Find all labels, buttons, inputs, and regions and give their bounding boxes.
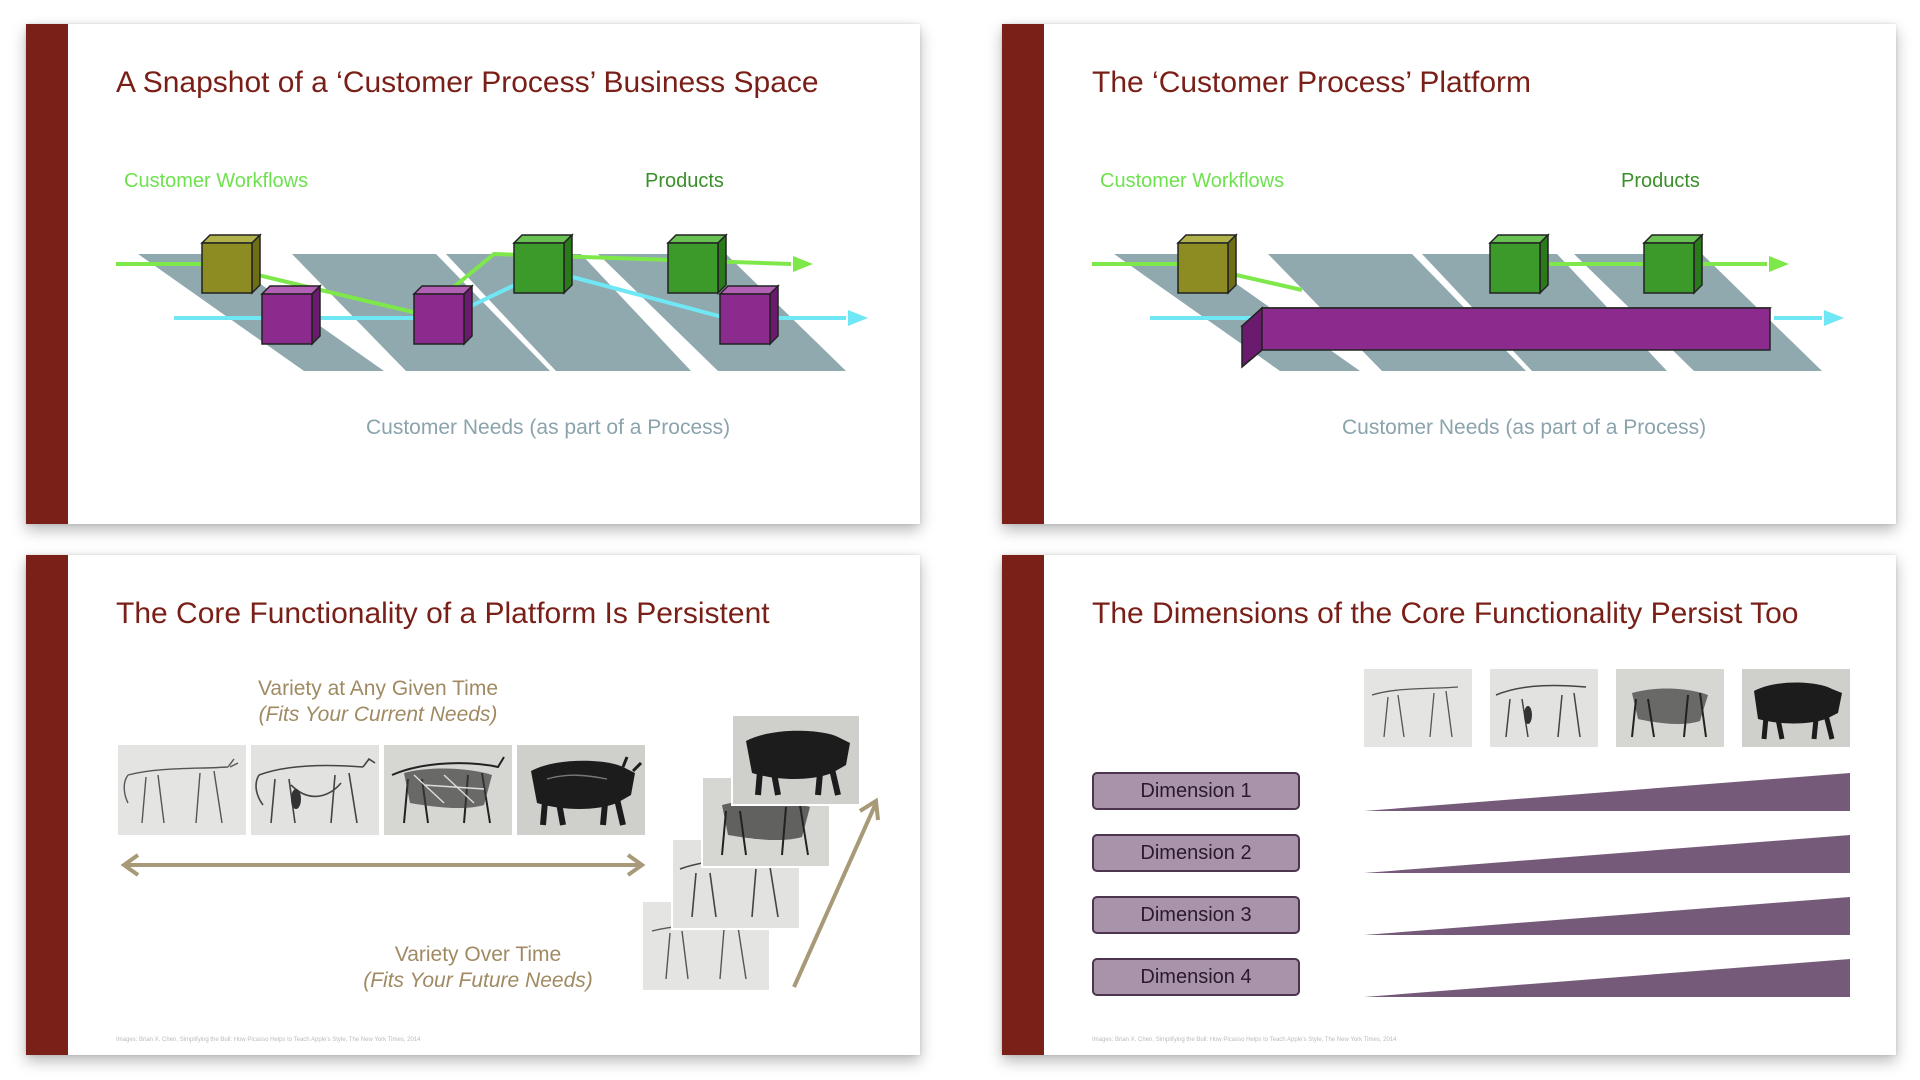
dimensions-diagram bbox=[1364, 669, 1850, 997]
customer-workflows-label: Customer Workflows bbox=[1100, 170, 1284, 192]
slide-footer: · bbox=[116, 506, 118, 512]
bull-sketch-4 bbox=[517, 745, 645, 835]
slide-footer: · bbox=[1092, 506, 1094, 512]
green-cube-1 bbox=[512, 233, 574, 295]
olive-cube bbox=[200, 233, 262, 295]
bull-sketch-3 bbox=[384, 745, 512, 835]
dimension-4-button[interactable]: Dimension 4 bbox=[1092, 958, 1300, 996]
image-credit: Images: Brian X. Chen, Simplifying the B… bbox=[1092, 1037, 1397, 1043]
slide-3: The Core Functionality of a Platform Is … bbox=[26, 555, 920, 1055]
process-plane-3 bbox=[446, 254, 691, 371]
customer-needs-label: Customer Needs (as part of a Process) bbox=[366, 416, 730, 439]
slide-4: The Dimensions of the Core Functionality… bbox=[1002, 555, 1896, 1055]
platform-diagram: Customer Workflows Products bbox=[1092, 170, 1844, 439]
olive-cube bbox=[1176, 233, 1238, 295]
slide-title: The ‘Customer Process’ Platform bbox=[1092, 66, 1532, 99]
bull-sketch-2 bbox=[251, 745, 379, 835]
needs-arrowhead bbox=[848, 310, 868, 326]
variety-now-arrowhead-left bbox=[120, 853, 140, 877]
purple-cube-1 bbox=[260, 284, 322, 346]
bull-stack-2 bbox=[701, 776, 831, 868]
bull-sketch-1 bbox=[118, 745, 246, 835]
variety-time-line1: Variety Over Time bbox=[395, 943, 561, 966]
persistence-diagram: Variety at Any Given Time (Fits Your Cur… bbox=[118, 677, 880, 992]
slide-accent-bar bbox=[1002, 24, 1044, 524]
dimension-2-button[interactable]: Dimension 2 bbox=[1092, 834, 1300, 872]
variety-time-arrowhead bbox=[858, 797, 880, 821]
process-space-diagram: Customer Workflows Products bbox=[116, 170, 868, 439]
bull-sketch-2 bbox=[1490, 669, 1598, 747]
variety-now-line2: (Fits Your Current Needs) bbox=[259, 703, 498, 726]
platform-bar bbox=[1240, 306, 1772, 369]
purple-cube-2 bbox=[412, 284, 474, 346]
green-cube-1 bbox=[1488, 233, 1550, 295]
bull-stack-1 bbox=[731, 714, 861, 806]
slide-2: The ‘Customer Process’ Platform Customer… bbox=[1002, 24, 1896, 524]
workflow-arrowhead bbox=[793, 256, 813, 272]
slide-accent-bar bbox=[26, 555, 68, 1055]
customer-needs-label: Customer Needs (as part of a Process) bbox=[1342, 416, 1706, 439]
image-credit: Images: Brian X. Chen, Simplifying the B… bbox=[116, 1037, 421, 1043]
slide-accent-bar bbox=[26, 24, 68, 524]
green-cube-2 bbox=[1642, 233, 1704, 295]
dimension-3-wedge bbox=[1364, 897, 1850, 935]
slide-title: The Core Functionality of a Platform Is … bbox=[116, 597, 770, 630]
slide-accent-bar bbox=[1002, 555, 1044, 1055]
customer-workflows-label: Customer Workflows bbox=[124, 170, 308, 192]
workflow-arrowhead bbox=[1769, 256, 1789, 272]
variety-now-line1: Variety at Any Given Time bbox=[258, 677, 498, 700]
bull-sketch-1 bbox=[1364, 669, 1472, 747]
green-cube-2 bbox=[666, 233, 728, 295]
products-label: Products bbox=[645, 170, 724, 192]
needs-arrowhead bbox=[1824, 310, 1844, 326]
dimension-3-button[interactable]: Dimension 3 bbox=[1092, 896, 1300, 934]
dimension-1-button[interactable]: Dimension 1 bbox=[1092, 772, 1300, 810]
bull-sketch-4 bbox=[1742, 669, 1850, 747]
slide-title: The Dimensions of the Core Functionality… bbox=[1092, 597, 1799, 630]
variety-now-arrowhead-right bbox=[626, 853, 646, 877]
bull-sketch-3 bbox=[1616, 669, 1724, 747]
dimension-4-wedge bbox=[1364, 959, 1850, 997]
variety-time-arrow bbox=[792, 802, 878, 988]
purple-cube-3 bbox=[718, 284, 780, 346]
products-label: Products bbox=[1621, 170, 1700, 192]
dimension-1-wedge bbox=[1364, 773, 1850, 811]
slide-1: A Snapshot of a ‘Customer Process’ Busin… bbox=[26, 24, 920, 524]
variety-time-line2: (Fits Your Future Needs) bbox=[363, 969, 593, 992]
process-plane-1 bbox=[138, 254, 384, 371]
slide-title: A Snapshot of a ‘Customer Process’ Busin… bbox=[116, 66, 819, 99]
dimension-2-wedge bbox=[1364, 835, 1850, 873]
